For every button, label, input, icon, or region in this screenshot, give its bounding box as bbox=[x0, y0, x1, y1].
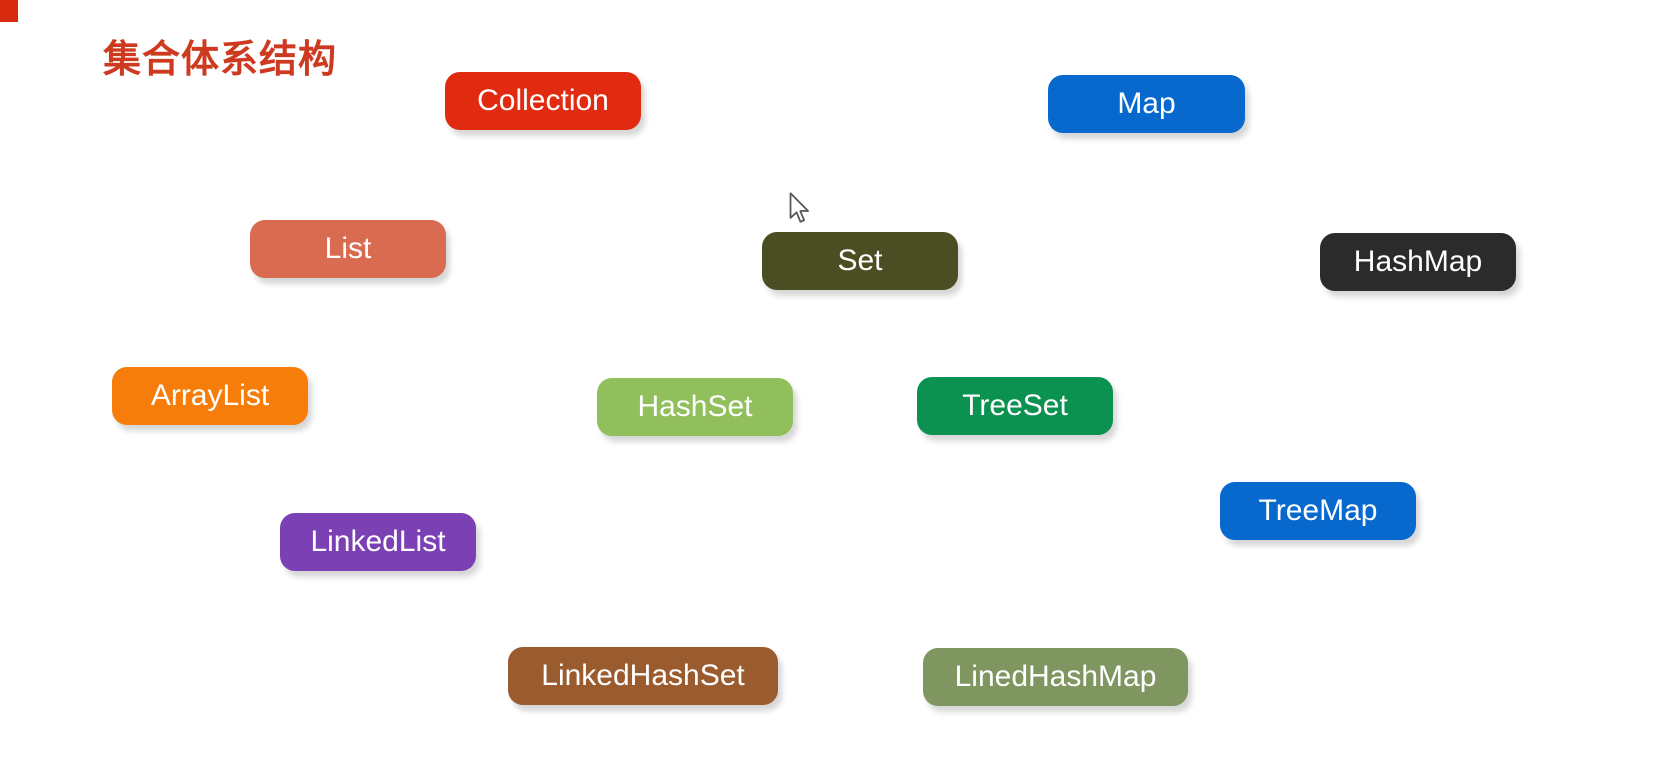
node-label: LinkedHashSet bbox=[541, 659, 745, 692]
node-linedhashmap: LinedHashMap bbox=[923, 648, 1188, 706]
node-label: List bbox=[324, 232, 372, 265]
node-label: ArrayList bbox=[150, 379, 270, 412]
node-set: Set bbox=[762, 232, 958, 290]
node-list: List bbox=[250, 220, 446, 278]
node-hashset: HashSet bbox=[597, 378, 793, 436]
corner-accent-square bbox=[0, 0, 18, 22]
node-label: Collection bbox=[477, 84, 609, 117]
node-collection: Collection bbox=[445, 72, 641, 130]
page-title: 集合体系结构 bbox=[103, 39, 338, 81]
node-arraylist: ArrayList bbox=[112, 367, 308, 425]
node-label: TreeSet bbox=[962, 389, 1068, 422]
node-hashmap: HashMap bbox=[1320, 233, 1516, 291]
node-treemap: TreeMap bbox=[1220, 482, 1416, 540]
node-linkedlist: LinkedList bbox=[280, 513, 476, 571]
node-label: LinkedList bbox=[310, 525, 446, 558]
node-label: Set bbox=[837, 244, 883, 277]
node-linkedhashset: LinkedHashSet bbox=[508, 647, 778, 705]
node-label: Map bbox=[1117, 87, 1176, 120]
node-label: HashMap bbox=[1353, 245, 1483, 278]
node-label: TreeMap bbox=[1258, 494, 1378, 527]
mouse-cursor-icon bbox=[789, 192, 809, 223]
node-label: HashSet bbox=[637, 390, 753, 423]
node-treeset: TreeSet bbox=[917, 377, 1113, 435]
node-label: LinedHashMap bbox=[954, 660, 1157, 693]
node-map: Map bbox=[1048, 75, 1245, 133]
